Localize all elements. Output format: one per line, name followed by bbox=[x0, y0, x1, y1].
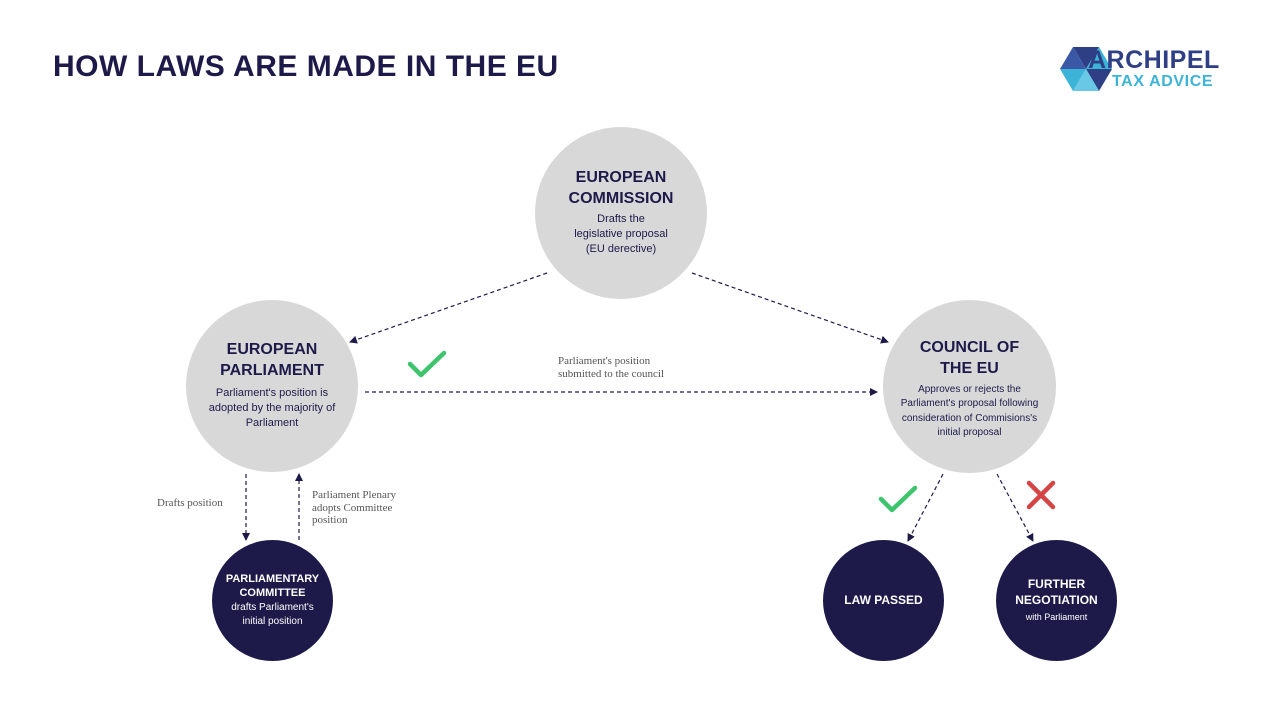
node-european-commission: EUROPEAN COMMISSION Drafts the legislati… bbox=[535, 127, 707, 299]
node-title: PARLIAMENTARY COMMITTEE bbox=[225, 572, 320, 599]
node-description: Approves or rejects the Parliament's pro… bbox=[900, 383, 1039, 439]
node-description: with Parliament bbox=[1025, 612, 1088, 623]
node-further-negotiation: FURTHER NEGOTIATION with Parliament bbox=[996, 540, 1117, 661]
node-title: LAW PASSED bbox=[844, 592, 923, 607]
edge-label-plenary-adopts: Parliament Plenary adopts Committee posi… bbox=[312, 489, 397, 527]
node-description: Parliament's position is adopted by the … bbox=[208, 386, 336, 430]
archipel-logo: ARCHIPEL TAX ADVICE bbox=[1058, 44, 1248, 96]
node-title: FURTHER NEGOTIATION bbox=[1015, 577, 1098, 607]
arrow-commission-to-parliament bbox=[349, 272, 548, 344]
check-icon bbox=[407, 350, 447, 378]
cross-icon bbox=[1026, 480, 1056, 510]
node-parliamentary-committee: PARLIAMENTARY COMMITTEE drafts Parliamen… bbox=[212, 540, 333, 661]
edge-label-drafts-position: Drafts position bbox=[157, 497, 223, 509]
node-description: drafts Parliament's initial position bbox=[231, 602, 314, 628]
node-law-passed: LAW PASSED bbox=[823, 540, 944, 661]
node-title: EUROPEAN PARLIAMENT bbox=[220, 341, 324, 379]
node-description: Drafts the legislative proposal (EU dere… bbox=[574, 212, 668, 256]
check-icon bbox=[878, 485, 918, 513]
node-european-parliament: EUROPEAN PARLIAMENT Parliament's positio… bbox=[186, 300, 358, 472]
logo-name: ARCHIPEL bbox=[1088, 46, 1220, 74]
arrow-council-to-negotiation bbox=[996, 473, 1034, 542]
logo-tagline: TAX ADVICE bbox=[1112, 73, 1214, 90]
arrow-council-to-law-passed bbox=[907, 473, 944, 542]
arrow-commission-to-council bbox=[691, 272, 889, 344]
node-title: COUNCIL OF THE EU bbox=[919, 339, 1020, 377]
node-council-of-the-eu: COUNCIL OF THE EU Approves or rejects th… bbox=[883, 300, 1056, 473]
logo-triangles-icon bbox=[1060, 47, 1112, 91]
edge-label-submitted-to-council: Parliament's position submitted to the c… bbox=[558, 355, 665, 380]
page-title: HOW LAWS ARE MADE IN THE EU bbox=[53, 50, 559, 83]
node-title: EUROPEAN COMMISSION bbox=[568, 169, 674, 207]
